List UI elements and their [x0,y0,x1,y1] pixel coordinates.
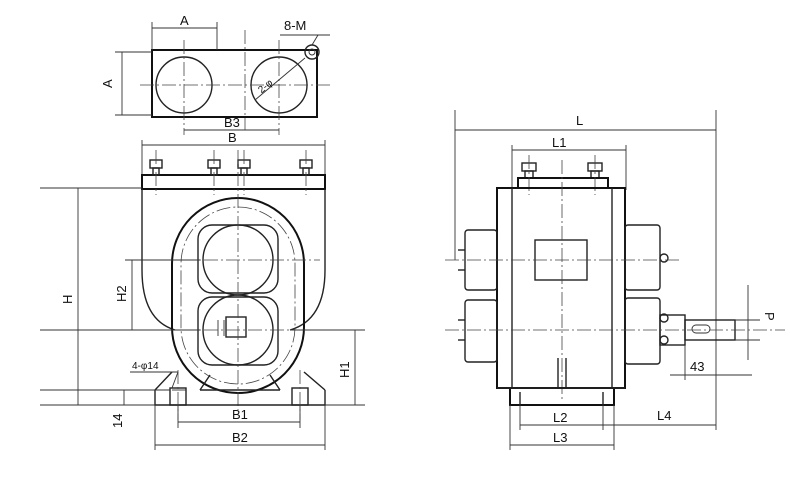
side-view: L L1 P [445,110,785,450]
dim-label-b3: B3 [224,115,240,130]
left-cap-lower [464,299,498,363]
top-flange-outline [151,49,318,118]
drive-shaft-square [225,316,247,338]
dim-label-l4: L4 [657,408,671,423]
dim-label-14: 14 [110,414,125,428]
dim-label-43: 43 [690,359,704,374]
dim-label-l: L [576,113,583,128]
dim-label-phi: 2-φ [256,77,275,96]
front-top-flange [141,174,326,190]
dim-label-b2: B2 [232,430,248,445]
dim-label-bolt-thread: 8-M [284,18,306,33]
front-view: B [40,130,365,450]
dim-label-h: H [60,295,75,304]
dim-label-a-top: A [180,13,189,28]
dim-label-l2: L2 [553,410,567,425]
dim-label-l3: L3 [553,430,567,445]
dim-label-b1: B1 [232,407,248,422]
dim-label-p: P [762,312,777,321]
front-bolts [149,159,313,176]
dim-label-h2: H2 [114,285,129,302]
right-cap-upper [624,224,661,291]
dim-label-l1: L1 [552,135,566,150]
dim-label-b: B [228,130,237,145]
dim-label-holes: 4-φ14 [132,361,159,372]
top-view: A 8-M 2-φ A B3 [100,13,330,135]
right-cap-lower [624,297,661,365]
shaft-key-icon [691,324,711,334]
dim-label-a-side: A [100,79,115,88]
side-body [496,187,626,389]
dim-label-h1: H1 [337,361,352,378]
